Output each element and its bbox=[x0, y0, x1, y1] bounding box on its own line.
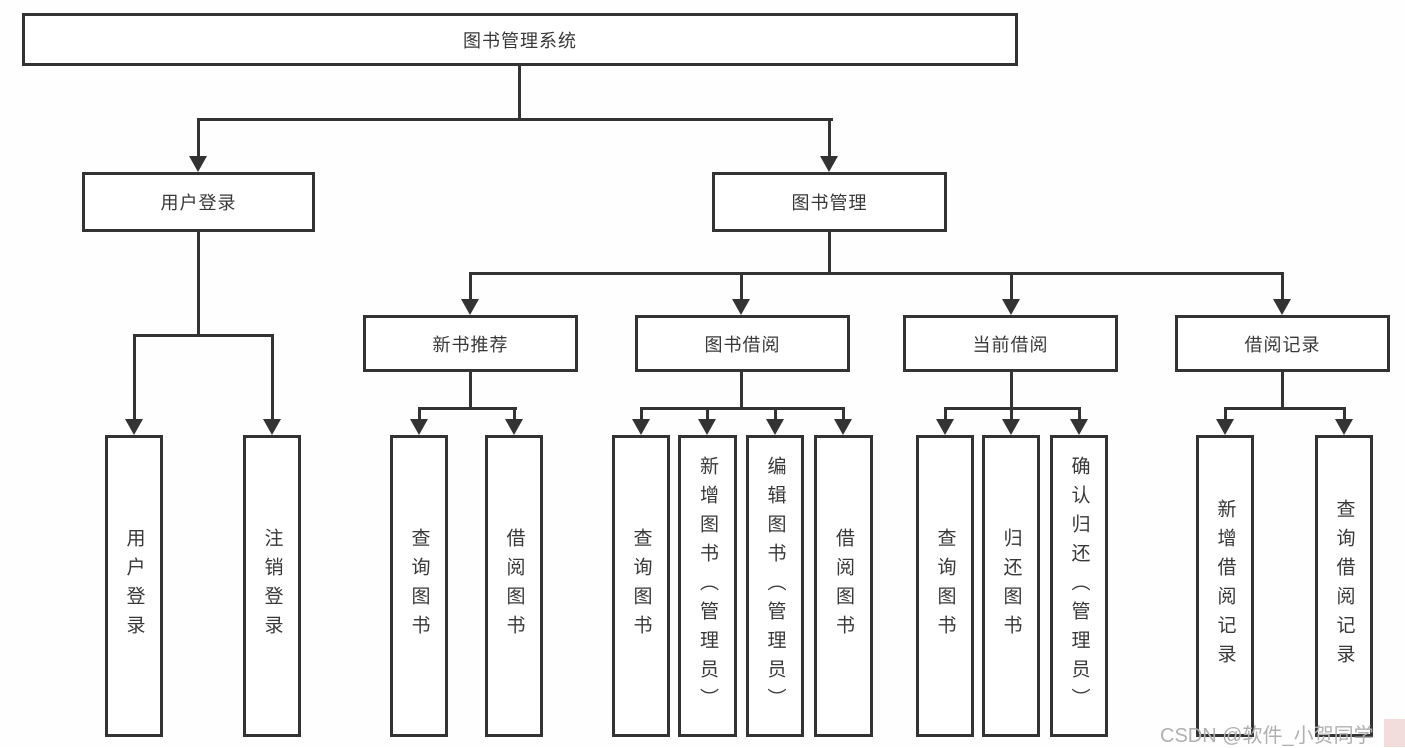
connector-line bbox=[513, 407, 516, 419]
connector-line bbox=[774, 407, 777, 419]
connector-line bbox=[1010, 372, 1013, 410]
connector-line bbox=[197, 118, 200, 158]
node-borrow-add-book: 新增图书（管理员） bbox=[678, 435, 737, 737]
watermark-tint bbox=[1384, 719, 1405, 747]
arrowhead-down-icon bbox=[125, 419, 143, 435]
connector-line bbox=[706, 407, 709, 419]
connector-line bbox=[469, 372, 472, 410]
arrowhead-down-icon bbox=[461, 299, 479, 315]
arrowhead-down-icon bbox=[1002, 419, 1020, 435]
arrowhead-down-icon bbox=[936, 419, 954, 435]
connector-line bbox=[740, 372, 743, 410]
node-borrow-records: 借阅记录 bbox=[1175, 315, 1390, 372]
arrowhead-down-icon bbox=[189, 156, 207, 172]
node-current-borrow: 当前借阅 bbox=[903, 315, 1118, 372]
connector-line bbox=[640, 407, 844, 410]
node-book-borrow: 图书借阅 bbox=[635, 315, 850, 372]
arrowhead-down-icon bbox=[834, 419, 852, 435]
connector-line bbox=[271, 334, 274, 419]
node-current-return-book: 归还图书 bbox=[982, 435, 1040, 737]
connector-line bbox=[1010, 272, 1013, 299]
connector-line bbox=[1343, 407, 1346, 419]
connector-line bbox=[1078, 407, 1081, 419]
node-borrow-borrow-book: 借阅图书 bbox=[814, 435, 873, 737]
connector-line bbox=[418, 407, 517, 410]
arrowhead-down-icon bbox=[632, 419, 650, 435]
arrowhead-down-icon bbox=[1070, 419, 1088, 435]
node-borrow-edit-book: 编辑图书（管理员） bbox=[746, 435, 804, 737]
connector-line bbox=[469, 272, 1284, 275]
connector-line bbox=[518, 66, 521, 120]
arrowhead-down-icon bbox=[732, 299, 750, 315]
node-new-book-recommend: 新书推荐 bbox=[363, 315, 578, 372]
node-user-login: 用户登录 bbox=[82, 172, 315, 232]
connector-line bbox=[1281, 372, 1284, 410]
connector-line bbox=[740, 272, 743, 299]
node-book-management: 图书管理 bbox=[712, 172, 947, 232]
connector-line bbox=[469, 272, 472, 299]
connector-line bbox=[842, 407, 845, 419]
connector-line bbox=[828, 232, 831, 274]
node-current-query-book: 查询图书 bbox=[916, 435, 974, 737]
arrowhead-down-icon bbox=[820, 156, 838, 172]
connector-line bbox=[1281, 272, 1284, 299]
connector-line bbox=[197, 118, 833, 121]
node-current-confirm-return: 确认归还（管理员） bbox=[1050, 435, 1108, 737]
node-root: 图书管理系统 bbox=[22, 13, 1018, 66]
node-borrow-query-book: 查询图书 bbox=[612, 435, 670, 737]
connector-line bbox=[133, 334, 136, 419]
connector-line bbox=[197, 232, 200, 336]
node-query-borrow-record: 查询借阅记录 bbox=[1315, 435, 1373, 737]
connector-line bbox=[640, 407, 643, 419]
node-recommend-borrow-book: 借阅图书 bbox=[485, 435, 543, 737]
arrowhead-down-icon bbox=[263, 419, 281, 435]
connector-line bbox=[418, 407, 421, 419]
arrowhead-down-icon bbox=[698, 419, 716, 435]
arrowhead-down-icon bbox=[410, 419, 428, 435]
connector-line bbox=[133, 334, 274, 337]
node-recommend-query-book: 查询图书 bbox=[390, 435, 448, 737]
watermark-text: CSDN @软件_小贺同学 bbox=[1160, 725, 1374, 747]
connector-line bbox=[1224, 407, 1227, 419]
arrowhead-down-icon bbox=[766, 419, 784, 435]
connector-line bbox=[828, 118, 831, 158]
arrowhead-down-icon bbox=[1273, 299, 1291, 315]
connector-line bbox=[1224, 407, 1345, 410]
connector-line bbox=[944, 407, 947, 419]
node-add-borrow-record: 新增借阅记录 bbox=[1196, 435, 1254, 737]
node-logout: 注销登录 bbox=[243, 435, 301, 737]
arrowhead-down-icon bbox=[1002, 299, 1020, 315]
arrowhead-down-icon bbox=[1335, 419, 1353, 435]
arrowhead-down-icon bbox=[505, 419, 523, 435]
node-login: 用户登录 bbox=[105, 435, 163, 737]
arrowhead-down-icon bbox=[1216, 419, 1234, 435]
connector-line bbox=[1010, 407, 1013, 419]
